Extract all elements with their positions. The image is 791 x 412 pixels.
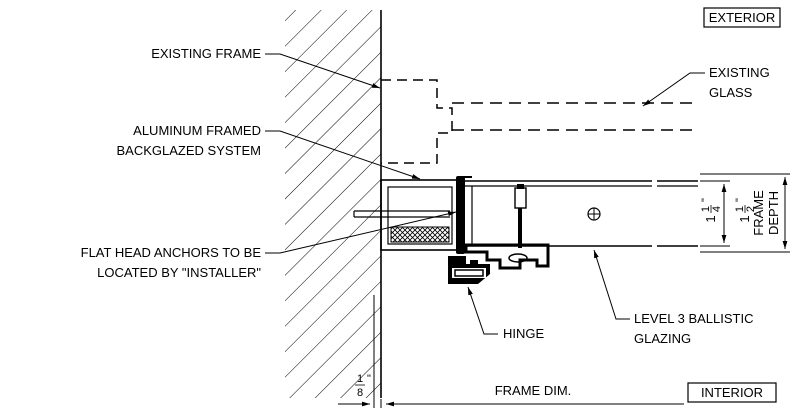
- anchors-label-line1: FLAT HEAD ANCHORS TO BE: [81, 245, 262, 260]
- hinge-label: HINGE: [503, 326, 545, 341]
- glazing-label-line2: GLAZING: [634, 331, 691, 346]
- svg-text:2: 2: [745, 206, 757, 212]
- dim-one-quarter: 1 1 4 ": [700, 198, 723, 223]
- leader-hinge: [467, 286, 498, 335]
- existing-wall: [285, 10, 382, 398]
- svg-text:": ": [734, 198, 746, 202]
- svg-text:1: 1: [734, 206, 746, 212]
- svg-text:1: 1: [700, 206, 712, 212]
- leader-aluminum: [265, 130, 421, 180]
- aluminum-framed-system: [380, 176, 472, 254]
- svg-text:1: 1: [737, 215, 752, 222]
- frame-dim-dimension: [338, 295, 684, 408]
- anchors-label-line2: LOCATED BY "INSTALLER": [97, 265, 261, 280]
- setting-block: [390, 226, 450, 243]
- leader-anchors: [265, 211, 457, 254]
- svg-text:8: 8: [357, 387, 363, 399]
- svg-text:1: 1: [703, 215, 718, 222]
- svg-text:": ": [367, 373, 371, 385]
- hinge-hardware: [448, 243, 550, 284]
- exterior-label: EXTERIOR: [709, 10, 775, 25]
- ballistic-glazing-panel: [465, 180, 698, 248]
- svg-text:1: 1: [357, 373, 363, 385]
- interior-tag: INTERIOR: [687, 382, 777, 403]
- frame-depth-label-line2: DEPTH: [766, 191, 781, 235]
- exterior-tag: EXTERIOR: [703, 7, 781, 28]
- svg-text:": ": [700, 198, 712, 202]
- frame-dim-label: FRAME DIM.: [495, 383, 572, 398]
- existing-glass-label-line2: GLASS: [709, 85, 753, 100]
- existing-frame-label: EXISTING FRAME: [151, 46, 261, 61]
- leader-lines: [265, 53, 705, 335]
- dim-one-half: 1 1 2 ": [734, 198, 757, 223]
- glazing-stop: [456, 176, 465, 254]
- interior-label: INTERIOR: [701, 385, 763, 400]
- existing-glass-label-line1: EXISTING: [709, 65, 770, 80]
- leader-existing-glass: [642, 72, 705, 107]
- svg-text:4: 4: [711, 206, 723, 212]
- frame-depth-label-line1: FRAME: [751, 190, 766, 236]
- frame-depth-label: FRAME DEPTH: [751, 190, 781, 236]
- frame-depth-dimensions: [700, 173, 790, 253]
- aluminum-label-line1: ALUMINUM FRAMED: [133, 123, 261, 138]
- dim-one-eighth: 1 8 ": [355, 373, 371, 399]
- glazing-label-line1: LEVEL 3 BALLISTIC: [634, 311, 753, 326]
- aluminum-label-line2: BACKGLAZED SYSTEM: [117, 143, 261, 158]
- latch-pin: [514, 187, 527, 209]
- existing-glass: [452, 102, 698, 131]
- wall-hatch: [285, 10, 381, 398]
- leader-glazing: [593, 249, 630, 320]
- leader-existing-frame: [265, 53, 381, 89]
- existing-frame-outline: [381, 79, 453, 164]
